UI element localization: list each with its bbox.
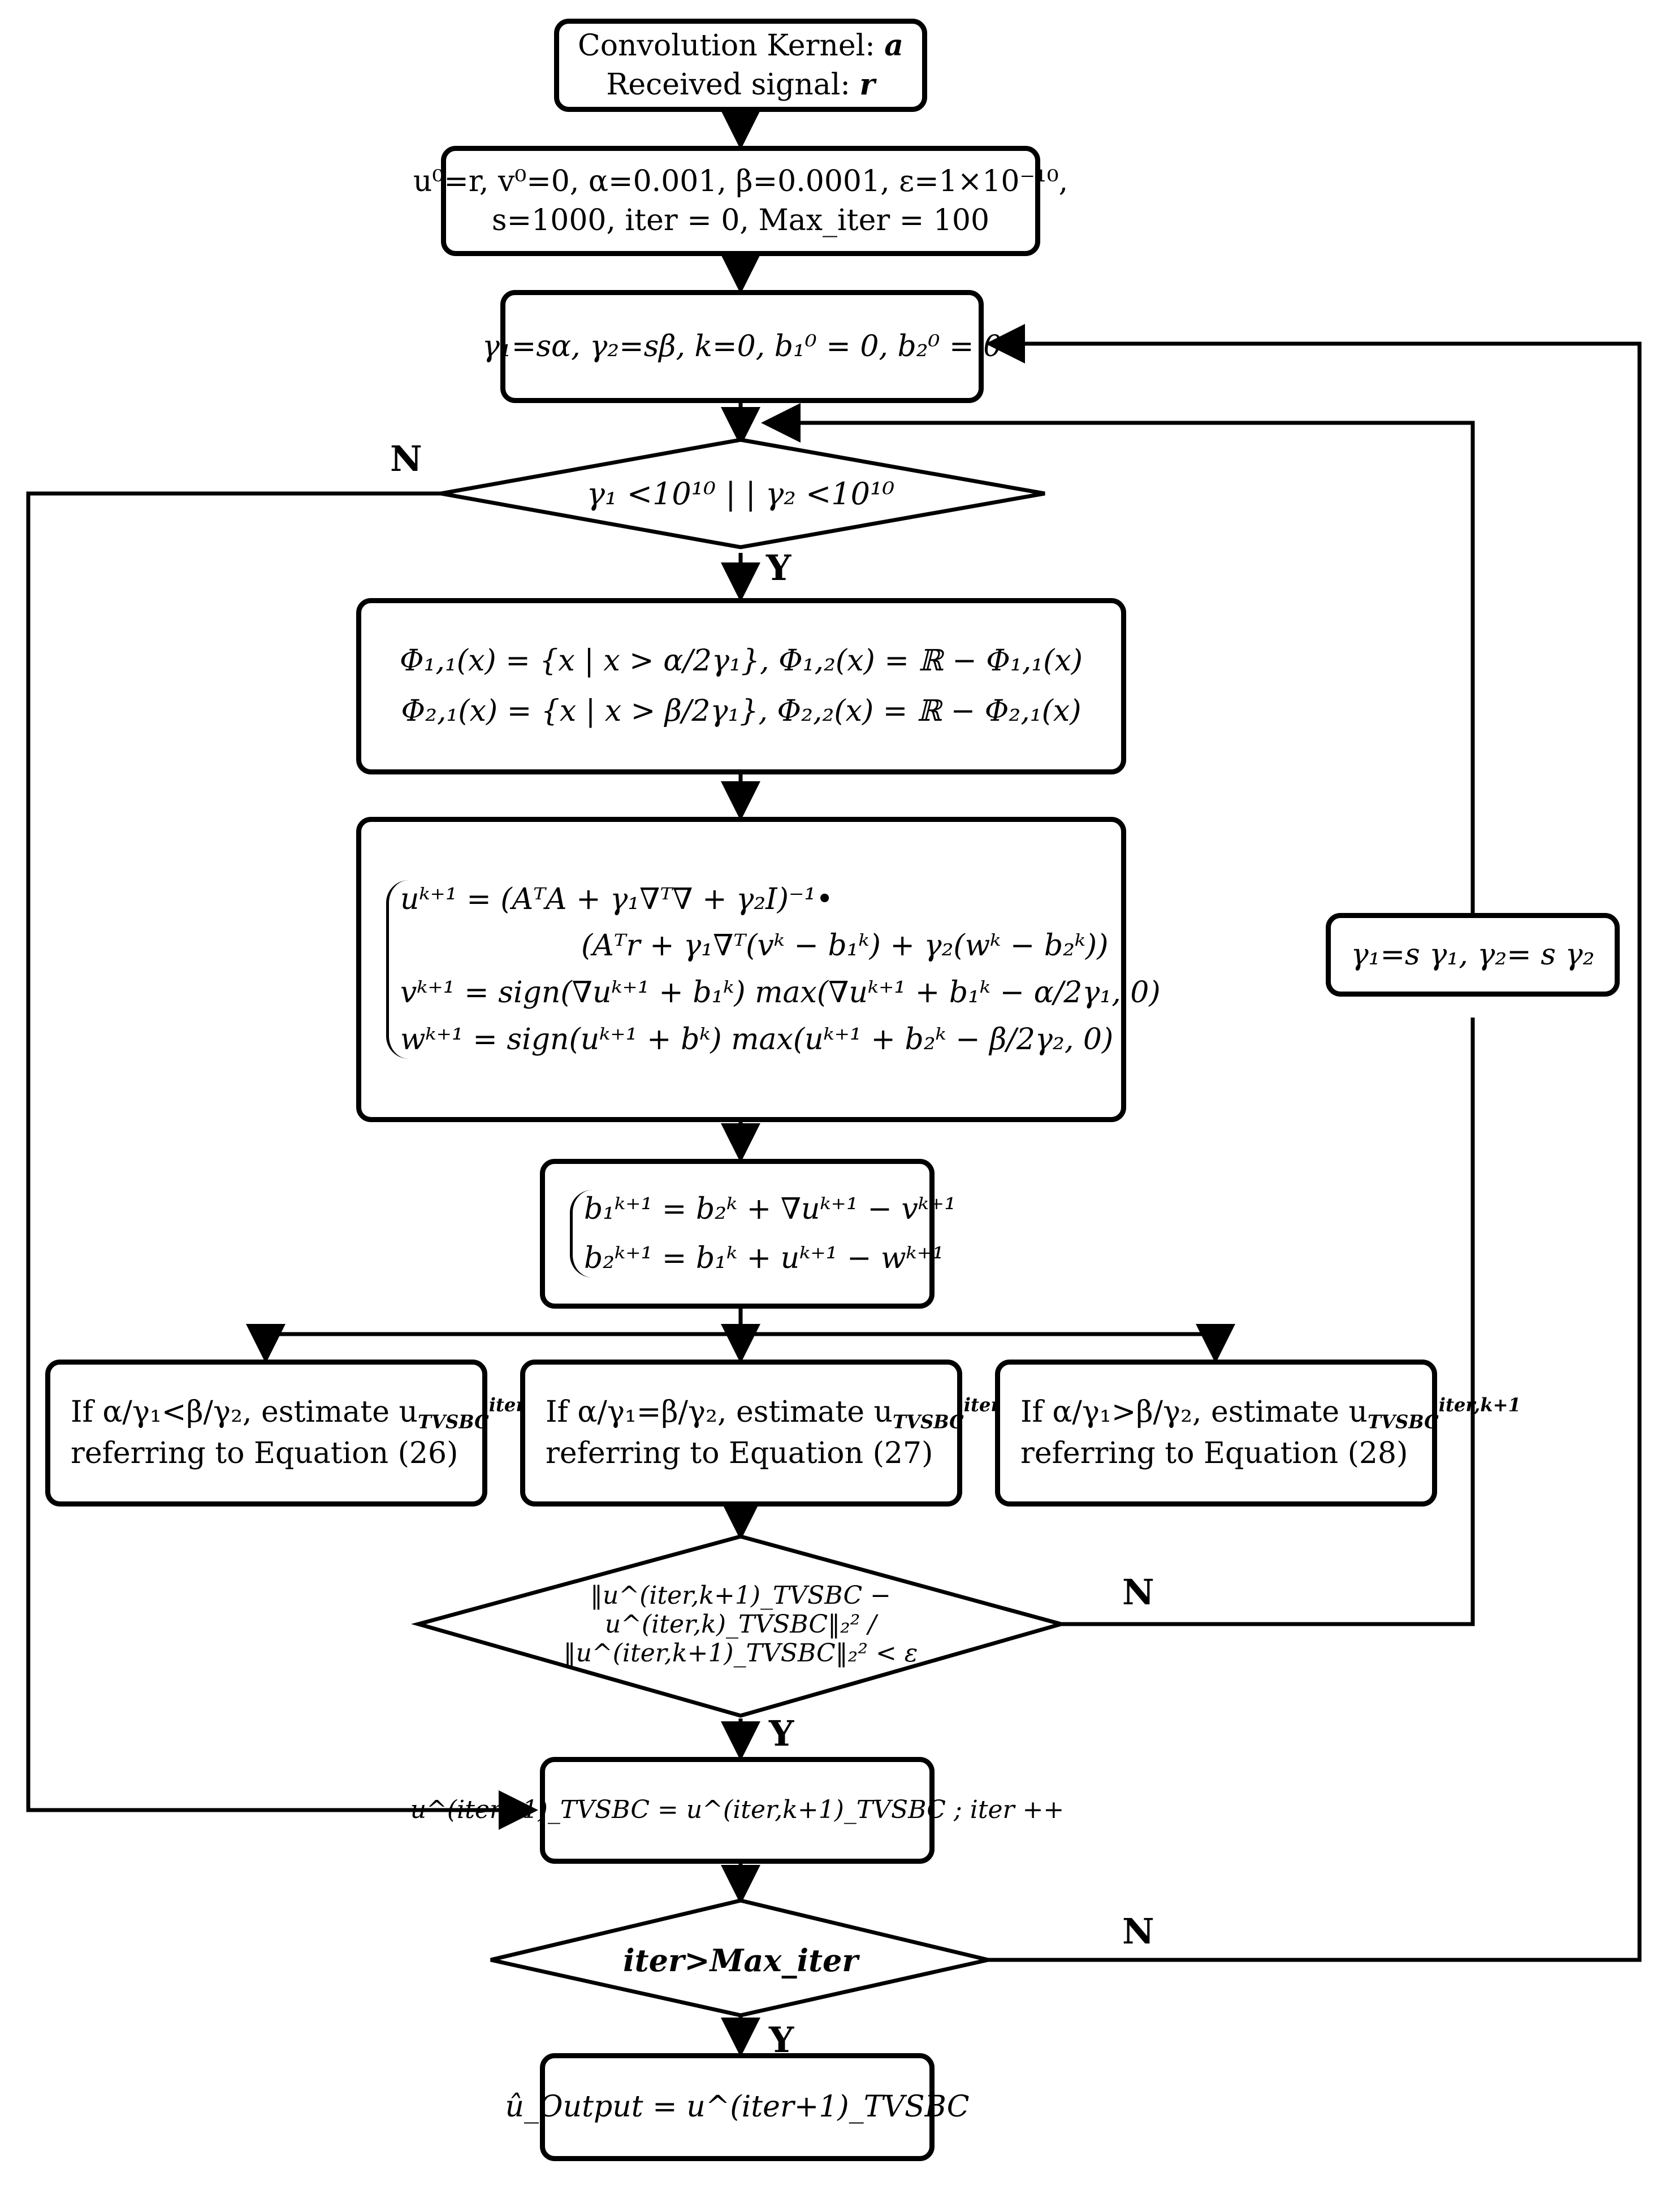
- kernel-symbol: a: [884, 28, 903, 63]
- decision1-yes-label: Y: [766, 547, 791, 588]
- decision2-no-label: N: [1122, 1572, 1154, 1613]
- start-line1: Convolution Kernel:: [578, 28, 885, 63]
- bregman-brace: b₁ᵏ⁺¹ = b₂ᵏ + ∇uᵏ⁺¹ − vᵏ⁺¹ b₂ᵏ⁺¹ = b₁ᵏ +…: [570, 1189, 957, 1278]
- signal-symbol: r: [859, 67, 875, 102]
- phi-sets-box: Φ₁,₁(x) = {x | x > α/2γ₁}, Φ₁,₂(x) = ℝ −…: [356, 598, 1126, 774]
- case3-sub: TVSBC: [1368, 1411, 1439, 1433]
- update-brace: uᵏ⁺¹ = (AᵀA + γ₁∇ᵀ∇ + γ₂I)⁻¹• (Aᵀr + γ₁∇…: [386, 880, 1161, 1059]
- update-line2: (Aᵀr + γ₁∇ᵀ(vᵏ − b₁ᵏ) + γ₂(wᵏ − b₂ᵏ)): [581, 929, 1109, 963]
- decision2-shape: [410, 1534, 1069, 1718]
- arrow-gamma-update-loop: [761, 403, 1475, 913]
- case1-sub: TVSBC: [418, 1411, 489, 1433]
- phi-line2: Φ₂,₁(x) = {x | x > β/2γ₁}, Φ₂,₂(x) = ℝ −…: [401, 694, 1082, 728]
- arrow-decision3-no: [985, 324, 1642, 1962]
- assign-text: u^(iter+1)_TVSBC = u^(iter,k+1)_TVSBC ; …: [410, 1795, 1065, 1825]
- decision2-text: ‖u^(iter,k+1)_TVSBC − u^(iter,k)_TVSBC‖₂…: [563, 1581, 918, 1668]
- decision2-yes-label: Y: [769, 1713, 794, 1754]
- bregman-line2: b₂ᵏ⁺¹ = b₁ᵏ + uᵏ⁺¹ − wᵏ⁺¹: [584, 1241, 944, 1275]
- assign-box: u^(iter+1)_TVSBC = u^(iter,k+1)_TVSBC ; …: [410, 1757, 1064, 1864]
- update-equations-box: uᵏ⁺¹ = (AᵀA + γ₁∇ᵀ∇ + γ₂I)⁻¹• (Aᵀr + γ₁∇…: [356, 817, 1161, 1122]
- case1-box: If α/γ₁<β/γ₂, estimate uTVSBCiter,k+1 re…: [45, 1360, 571, 1507]
- phi-line1: Φ₁,₁(x) = {x | x > α/2γ₁}, Φ₁,₂(x) = ℝ −…: [399, 644, 1083, 678]
- start-line2: Received signal:: [606, 67, 860, 102]
- bregman-line1: b₁ᵏ⁺¹ = b₂ᵏ + ∇uᵏ⁺¹ − vᵏ⁺¹: [584, 1192, 957, 1226]
- case2-sub: TVSBC: [893, 1411, 964, 1433]
- case1-line2: referring to Equation (26): [71, 1436, 458, 1471]
- decision3-text: iter>Max_iter: [623, 1942, 858, 1979]
- case3-sup: iter,k+1: [1438, 1394, 1521, 1416]
- gamma-init-text: γ₁=sα, γ₂=sβ, k=0, b₁⁰ = 0, b₂⁰ = 0: [482, 329, 1002, 363]
- update-line4: wᵏ⁺¹ = sign(uᵏ⁺¹ + bᵏ) max(uᵏ⁺¹ + b₂ᵏ − …: [400, 1022, 1114, 1057]
- decision1-shape: [440, 438, 1045, 549]
- gamma-update-text: γ₁=s γ₁, γ₂= s γ₂: [1351, 937, 1595, 972]
- case3-line1: If α/γ₁>β/γ₂, estimate u: [1020, 1395, 1368, 1430]
- arrow-decision1-no: [26, 491, 538, 1830]
- case3-box: If α/γ₁>β/γ₂, estimate uTVSBCiter,k+1 re…: [995, 1360, 1521, 1507]
- bregman-update-box: b₁ᵏ⁺¹ = b₂ᵏ + ∇uᵏ⁺¹ − vᵏ⁺¹ b₂ᵏ⁺¹ = b₁ᵏ +…: [540, 1159, 956, 1309]
- start-box: Convolution Kernel: a Received signal: r: [554, 19, 927, 112]
- output-text: û_Output = u^(iter+1)_TVSBC: [505, 2090, 970, 2124]
- init-line1: u⁰=r, v⁰=0, α=0.001, β=0.0001, ε=1×10⁻¹⁰…: [413, 164, 1069, 198]
- update-line1: uᵏ⁺¹ = (AᵀA + γ₁∇ᵀ∇ + γ₂I)⁻¹•: [400, 882, 833, 916]
- arrow-decision2-no: [1061, 1018, 1475, 1626]
- case1-line1: If α/γ₁<β/γ₂, estimate u: [71, 1395, 418, 1430]
- gamma-init-box: γ₁=sα, γ₂=sβ, k=0, b₁⁰ = 0, b₂⁰ = 0: [482, 290, 1002, 403]
- output-box: û_Output = u^(iter+1)_TVSBC: [505, 2053, 970, 2161]
- init-params-box: u⁰=r, v⁰=0, α=0.001, β=0.0001, ε=1×10⁻¹⁰…: [413, 146, 1068, 256]
- update-line3: vᵏ⁺¹ = sign(∇uᵏ⁺¹ + b₁ᵏ) max(∇uᵏ⁺¹ + b₁ᵏ…: [400, 976, 1161, 1010]
- case2-box: If α/γ₁=β/γ₂, estimate uTVSBCiter,k+1 re…: [520, 1360, 1046, 1507]
- decision3-yes-label: Y: [769, 2019, 794, 2061]
- gamma-update-box: γ₁=s γ₁, γ₂= s γ₂: [1326, 913, 1620, 997]
- decision3-no-label: N: [1122, 1911, 1154, 1952]
- case3-line2: referring to Equation (28): [1020, 1436, 1408, 1471]
- decision1-text: γ₁ <10¹⁰ | | γ₂ <10¹⁰: [586, 475, 895, 512]
- init-line2: s=1000, iter = 0, Max_iter = 100: [491, 203, 990, 237]
- decision1-no-label: N: [390, 438, 422, 479]
- decision3-shape: [490, 1898, 989, 2018]
- case2-line2: referring to Equation (27): [546, 1436, 933, 1471]
- case2-line1: If α/γ₁=β/γ₂, estimate u: [546, 1395, 893, 1430]
